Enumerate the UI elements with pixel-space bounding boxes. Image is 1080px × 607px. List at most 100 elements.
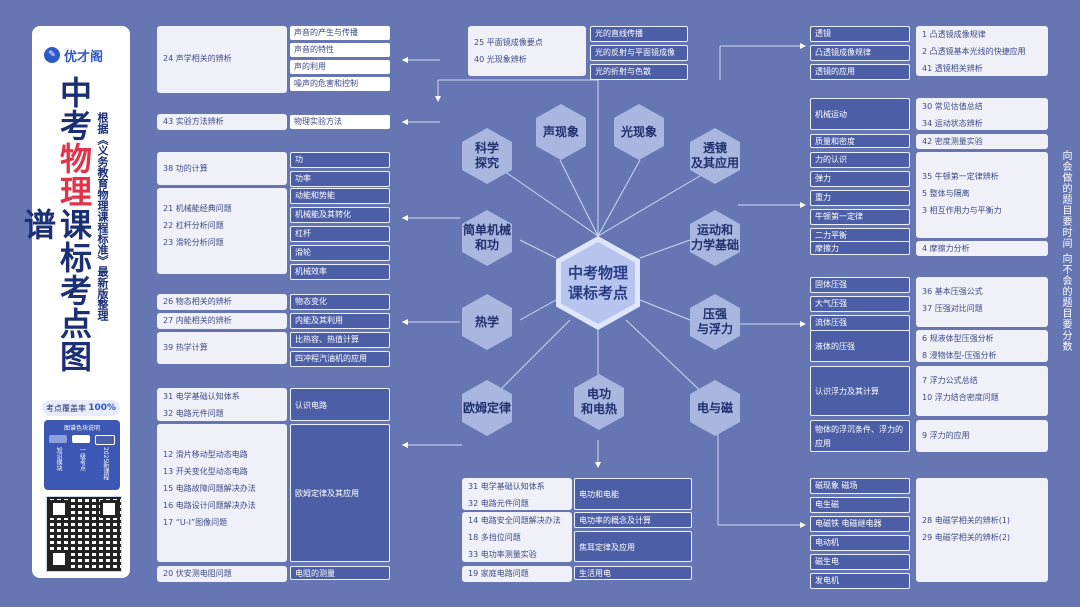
tag[interactable]: 四冲程汽油机的应用 (290, 351, 390, 367)
hex-label: 透镜 (702, 141, 727, 155)
page-title: 中考物理课标考点图谱 (19, 74, 93, 374)
legend-item: 知识模块 (55, 447, 63, 471)
tag[interactable]: 噪声的危害和控制 (290, 77, 390, 91)
tags-top: 光的直线传播 光的反射与平面镜成像 光的折射与色散 (590, 26, 688, 80)
hex-label: 光现象 (620, 124, 657, 139)
title-highlight: 物理 (55, 141, 93, 208)
tag[interactable]: 透镜的应用 (810, 64, 910, 80)
tag[interactable]: 流体压强 (810, 315, 910, 331)
list-item: 32 电路元件问题 (163, 409, 224, 418)
hex-science[interactable]: 科学探究 (462, 128, 512, 184)
tag[interactable]: 电磁铁 电磁继电器 (810, 516, 910, 532)
hex-label: 热学 (474, 314, 499, 329)
list-item: 35 牛顿第一定律辨析 (922, 172, 999, 181)
qr-code[interactable] (46, 496, 122, 572)
tag[interactable]: 声音的特性 (290, 43, 390, 57)
tag[interactable]: 欧姆定律及其应用 (290, 424, 390, 562)
panel-pressure: 36 基本压强公式 37 压强对比问题 (916, 277, 1048, 327)
tag[interactable]: 凸透镜成像规律 (810, 45, 910, 61)
tag[interactable]: 电功率的概念及计算 (574, 512, 692, 528)
tag[interactable]: 电动机 (810, 535, 910, 551)
panel-bottom-3: 19 家庭电路问题 (462, 566, 572, 582)
tag[interactable]: 声音的产生与传播 (290, 26, 390, 40)
hex-label: 与浮力 (696, 322, 733, 336)
tag[interactable]: 功率 (290, 171, 390, 187)
tag[interactable]: 功 (290, 152, 390, 168)
list-item: 14 电路安全问题解决办法 (468, 516, 561, 525)
tag[interactable]: 弹力 (810, 171, 910, 187)
panel-bottom-1: 31 电学基础认知体系 32 电路元件问题 (462, 478, 572, 510)
legend-swatch-3 (94, 435, 115, 445)
panel-magnet: 28 电磁学相关的辨析(1) 29 电磁学相关的辨析(2) (916, 478, 1048, 582)
hex-ohm[interactable]: 欧姆定律 (462, 380, 512, 436)
tag[interactable]: 杠杆 (290, 226, 390, 242)
tag[interactable]: 焦耳定律及应用 (574, 531, 692, 562)
list-item: 23 滑轮分析问题 (163, 238, 224, 247)
list-item: 9 浮力的应用 (922, 431, 970, 440)
hex-label: 运动和 (696, 223, 733, 237)
panel-heat-2: 27 内能相关的辨析 (157, 313, 287, 329)
tag[interactable]: 摩擦力 (810, 241, 910, 255)
tag[interactable]: 光的反射与平面镜成像 (590, 45, 688, 61)
tag[interactable]: 内能及其利用 (290, 313, 390, 329)
hex-heat[interactable]: 热学 (462, 294, 512, 350)
brand: ✎ 优才阁 (44, 44, 124, 66)
hex-label: 压强 (702, 307, 727, 321)
tag[interactable]: 大气压强 (810, 296, 910, 312)
tags-work: 功 功率 (290, 152, 390, 187)
list-item: 36 基本压强公式 (922, 287, 983, 296)
list-item: 6 规液体型压强分析 (922, 334, 994, 343)
tag[interactable]: 力的认识 (810, 152, 910, 168)
title-part-b: 课标考点图谱 (19, 207, 93, 373)
list-item: 25 平面镜成像要点 (474, 38, 543, 47)
tag[interactable]: 比热容、热值计算 (290, 332, 390, 348)
tag[interactable]: 重力 (810, 190, 910, 206)
tag[interactable]: 机械能及其转化 (290, 207, 390, 223)
tag[interactable]: 物态变化 (290, 294, 390, 310)
tag[interactable]: 认识浮力及其计算 (810, 366, 910, 416)
tag[interactable]: 物理实验方法 (290, 115, 390, 129)
panel-mech: 21 机械能经典问题 22 杠杆分析问题 23 滑轮分析问题 (157, 188, 287, 274)
tag[interactable]: 滑轮 (290, 245, 390, 261)
list-item: 3 相互作用力与平衡力 (922, 206, 1002, 215)
tag[interactable]: 生活用电 (574, 566, 692, 580)
list-item: 32 电路元件问题 (468, 499, 529, 508)
hex-label: 和功 (474, 238, 499, 252)
tag[interactable]: 机械运动 (810, 98, 910, 130)
tag[interactable]: 固体压强 (810, 277, 910, 293)
tag[interactable]: 磁现象 磁场 (810, 478, 910, 494)
list-item: 28 电磁学相关的辨析(1) (922, 516, 1011, 525)
list-item: 33 电功率测量实验 (468, 550, 537, 559)
tag[interactable]: 磁生电 (810, 554, 910, 570)
brand-name: 优才阁 (64, 49, 104, 65)
tags-mech: 动能和势能 机械能及其转化 杠杆 滑轮 机械效率 (290, 188, 390, 280)
tag[interactable]: 质量和密度 (810, 134, 910, 148)
list-item: 22 杠杆分析问题 (163, 221, 224, 230)
tag[interactable]: 电功和电能 (574, 478, 692, 510)
tag[interactable]: 认识电路 (290, 388, 390, 421)
list-item: 20 伏安测电阻问题 (163, 569, 232, 578)
panel-method: 43 实验方法辨析 (157, 114, 287, 130)
page-subtitle: 根据《义务教育物理课程标准》最新版整理 (96, 112, 109, 321)
tag[interactable]: 机械效率 (290, 264, 390, 280)
list-item: 40 光现象辨析 (474, 55, 527, 64)
tag[interactable]: 光的直线传播 (590, 26, 688, 42)
coverage-value: 100% (88, 403, 116, 413)
tag[interactable]: 物体的浮沉条件、浮力的应用 (810, 420, 910, 452)
coverage-rate: 考点覆盖率 100% (42, 400, 120, 416)
tag[interactable]: 光的折射与色散 (590, 64, 688, 80)
list-item: 2 凸透镜基本光线的快捷应用 (922, 47, 1026, 56)
legend-swatch-2 (71, 435, 90, 443)
list-item: 38 功的计算 (163, 164, 208, 173)
tag[interactable]: 透镜 (810, 26, 910, 42)
panel-heat-3: 39 热学计算 (157, 332, 287, 364)
list-item: 5 整体与隔离 (922, 189, 970, 198)
tag[interactable]: 电阻的测量 (290, 566, 390, 580)
tag[interactable]: 电生磁 (810, 497, 910, 513)
hex-machine[interactable]: 简单机械和功 (462, 210, 512, 266)
tag[interactable]: 动能和势能 (290, 188, 390, 204)
tag[interactable]: 牛顿第一定律 (810, 209, 910, 225)
tag[interactable]: 声的利用 (290, 60, 390, 74)
tag[interactable]: 发电机 (810, 573, 910, 589)
tag[interactable]: 液体的压强 (810, 330, 910, 362)
